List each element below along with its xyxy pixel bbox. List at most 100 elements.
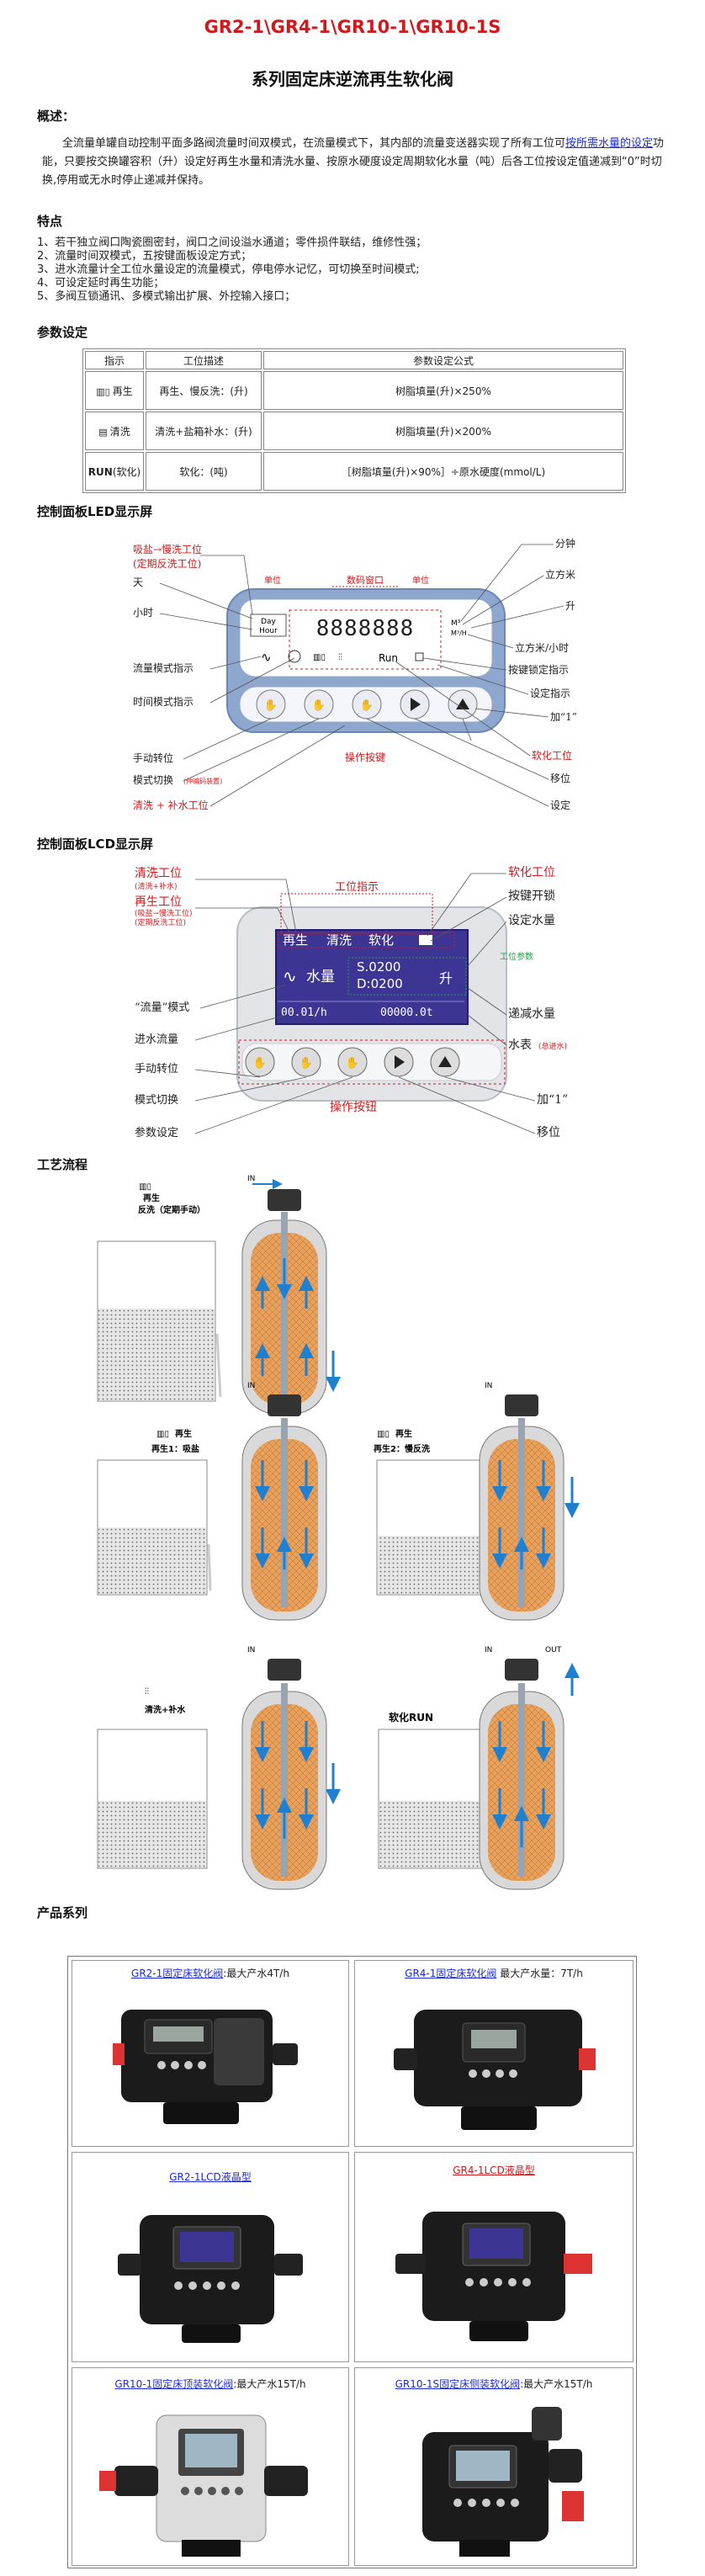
product-cell[interactable]: GR10-1固定床顶装软化阀:最大产水15T/h bbox=[72, 2367, 349, 2566]
led-right-label: 设定指示 bbox=[530, 687, 570, 699]
lcd-right-label: 加“1” bbox=[537, 1093, 568, 1107]
lcd-right-label: (总进水) bbox=[538, 1041, 567, 1051]
formula-cell: 树脂填量(升)×250% bbox=[263, 371, 623, 410]
mode-label: 清洗 bbox=[109, 425, 130, 438]
led-digits: 8888888 bbox=[316, 616, 415, 641]
table-row: ▥▯再生 再生、慢反洗：(升) 树脂填量(升)×250% bbox=[85, 371, 623, 410]
lcd-set-button[interactable] bbox=[337, 1047, 368, 1077]
table-row: ▤清洗 清洗+盐箱补水：(升) 树脂填量(升)×200% bbox=[85, 412, 623, 450]
regen-icon: ▥▯ bbox=[96, 385, 110, 397]
lcd-right-labels: 软化工位 按键开锁 设定水量 工位参数 递减水量 水表 (总进水) 加“1” 移… bbox=[500, 866, 568, 1139]
brine-salt bbox=[98, 1309, 215, 1400]
in-label: IN bbox=[485, 1646, 492, 1654]
product-spec: :最大产水15T/h bbox=[233, 2378, 306, 2390]
lcd-left-label: 模式切换 bbox=[135, 1094, 178, 1107]
product-link[interactable]: GR4-1LCD液晶型 bbox=[453, 2164, 535, 2176]
overview-text-b: 功能，只要按交换罐容积（升）设定好再生水量和清洗水量、按原水硬度设定周期软化水量… bbox=[42, 137, 665, 187]
lcd-screen bbox=[275, 929, 469, 1025]
lcd-buttons: ✋ ✋ ✋ bbox=[245, 1047, 460, 1077]
lcd-top-label: 工位指示 bbox=[335, 881, 379, 894]
product-cell[interactable]: GR2-1固定床软化阀:最大产水4T/h bbox=[72, 1960, 349, 2147]
valve-image bbox=[395, 2212, 592, 2341]
lcd-left-label: “流量”模式 bbox=[135, 1001, 189, 1014]
day-text: Day bbox=[261, 618, 276, 626]
formula-cell: ［树脂填量(升)×90%］÷原水硬度(mmol/L) bbox=[263, 452, 623, 491]
products-heading: 产品系列 bbox=[37, 1905, 88, 1920]
lcd-right-label: 工位参数 bbox=[500, 951, 533, 962]
desc-cell: 再生、慢反洗：(升) bbox=[146, 371, 262, 410]
stage-icon: ▥▯ bbox=[377, 1430, 390, 1439]
params-header: 工位描述 bbox=[146, 351, 262, 369]
lcd-manual-button[interactable] bbox=[245, 1047, 275, 1077]
stage-title: 清洗+补水 bbox=[145, 1704, 186, 1715]
lcd-left-label: 手动转位 bbox=[135, 1063, 178, 1076]
feature-item: 3、进水流量计全工位水量设定的流量模式，停电停水记忆，可切换至时间模式; bbox=[37, 263, 420, 276]
lcd-right-label: 设定水量 bbox=[508, 914, 555, 927]
led-panel-diagram: Day Hour 8888888 M³ M³/H ∿ ▥▯ ⫶⫶ Run ✋ ✋… bbox=[133, 537, 577, 811]
led-top-label: 单位 bbox=[264, 575, 281, 586]
in-label: IN bbox=[247, 1646, 255, 1654]
lcd-water-text: 水量 bbox=[306, 969, 335, 985]
overview-text-a: 全流量单罐自动控制平面多路阀流量时间双模式，在流量模式下，其内部的流量变送器实现… bbox=[62, 137, 566, 150]
mode-suffix: (软化) bbox=[112, 465, 141, 478]
product-cell[interactable]: GR10-1S固定床侧装软化阀:最大产水15T/h bbox=[354, 2367, 633, 2566]
valve-head bbox=[268, 1394, 301, 1416]
out-label: OUT bbox=[545, 1646, 562, 1654]
product-cell[interactable]: GR4-1LCD液晶型 bbox=[354, 2152, 633, 2362]
brine-salt bbox=[379, 1801, 487, 1867]
product-cell[interactable]: GR4-1固定床软化阀 最大产水量：7T/h bbox=[354, 1960, 633, 2147]
valve-image bbox=[394, 2010, 596, 2130]
led-right-label: 加“1” bbox=[550, 711, 577, 723]
led-right-label: 软化工位 bbox=[532, 749, 572, 762]
params-header: 指示 bbox=[85, 351, 144, 369]
lcd-unit: 升 bbox=[439, 970, 453, 986]
valve-head bbox=[505, 1659, 538, 1681]
lcd-left-label: (定期反洗工位) bbox=[135, 917, 186, 927]
led-buttons: ✋ ✋ ✋ bbox=[256, 689, 478, 720]
feature-item: 2、流量时间双模式，五按键面板设定方式； bbox=[37, 250, 252, 263]
led-left-label: 时间模式指示 bbox=[133, 695, 193, 708]
lcd-leader-lines bbox=[194, 873, 536, 1134]
lock-icon bbox=[415, 652, 424, 661]
hand-set-icon: ✋ bbox=[360, 698, 374, 712]
product-link[interactable]: GR4-1固定床软化阀 bbox=[405, 1968, 497, 1979]
led-left-label: 小时 bbox=[133, 607, 153, 619]
lcd-button-bar bbox=[241, 1043, 502, 1081]
product-cell[interactable]: GR2-1LCD液晶型 bbox=[72, 2152, 349, 2362]
lcd-left-label: 参数设定 bbox=[135, 1126, 178, 1139]
stage-icon: ▥▯ bbox=[139, 1182, 151, 1192]
led-bottom-label: 操作按键 bbox=[345, 751, 385, 763]
product-grid: GR2-1固定床软化阀:最大产水4T/h GR4-1固定床软化阀 最大产水量：7… bbox=[67, 1956, 637, 2568]
lcd-right-label: 移位 bbox=[537, 1126, 560, 1139]
lcd-mode-button[interactable] bbox=[291, 1047, 321, 1077]
product-caption: GR2-1LCD液晶型 bbox=[72, 2170, 348, 2184]
mode-label: RUN bbox=[87, 465, 113, 478]
hand-swap-icon: ✋ bbox=[312, 698, 326, 712]
product-spec: :最大产水4T/h bbox=[223, 1968, 289, 1979]
lcd-left-label: 再生工位 bbox=[135, 895, 182, 909]
formula-cell: 树脂填量(升)×200% bbox=[263, 412, 623, 450]
product-link[interactable]: GR2-1固定床软化阀 bbox=[131, 1968, 224, 1979]
params-table: 指示 工位描述 参数设定公式 ▥▯再生 再生、慢反洗：(升) 树脂填量(升)×2… bbox=[82, 348, 626, 493]
regen-indicator-icon: ▥▯ bbox=[313, 653, 326, 662]
run-text: Run bbox=[379, 652, 398, 664]
lcd-rinse-text: 清洗 bbox=[326, 932, 352, 948]
lcd-right-label: 水表 bbox=[508, 1038, 532, 1052]
overview-link[interactable]: 按所需水量的设定 bbox=[565, 137, 654, 150]
stage-backwash: 再生 ▥▯ 反洗（定期手动） IN bbox=[97, 1175, 341, 1415]
product-link[interactable]: GR2-1LCD液晶型 bbox=[169, 2171, 252, 2183]
stage-brine-draw: ▥▯ 再生 再生1：吸盐 IN bbox=[97, 1382, 327, 1621]
lcd-up-icon bbox=[438, 1056, 452, 1067]
overview-text: 全流量单罐自动控制平面多路阀流量时间双模式，在流量模式下，其内部的流量变送器实现… bbox=[42, 135, 673, 190]
lcd-left-label: 清洗工位 bbox=[135, 867, 182, 880]
valve-image bbox=[118, 2215, 303, 2343]
lcd-play-icon bbox=[395, 1055, 405, 1069]
mode-cell: RUN(软化) bbox=[85, 452, 144, 491]
page-title: GR2-1\GR4-1\GR10-1\GR10-1S bbox=[204, 17, 501, 37]
mode-cell: ▥▯再生 bbox=[85, 371, 144, 410]
product-link[interactable]: GR10-1S固定床侧装软化阀 bbox=[395, 2378, 521, 2390]
process-heading: 工艺流程 bbox=[37, 1157, 88, 1172]
features-list: 1、若干独立阀口陶瓷圈密封，阀口之间设溢水通道；零件损件联结，维修性强； 2、流… bbox=[37, 236, 676, 304]
product-link[interactable]: GR10-1固定床顶装软化阀 bbox=[114, 2378, 234, 2390]
lcd-soft-text: 软化 bbox=[368, 932, 394, 948]
